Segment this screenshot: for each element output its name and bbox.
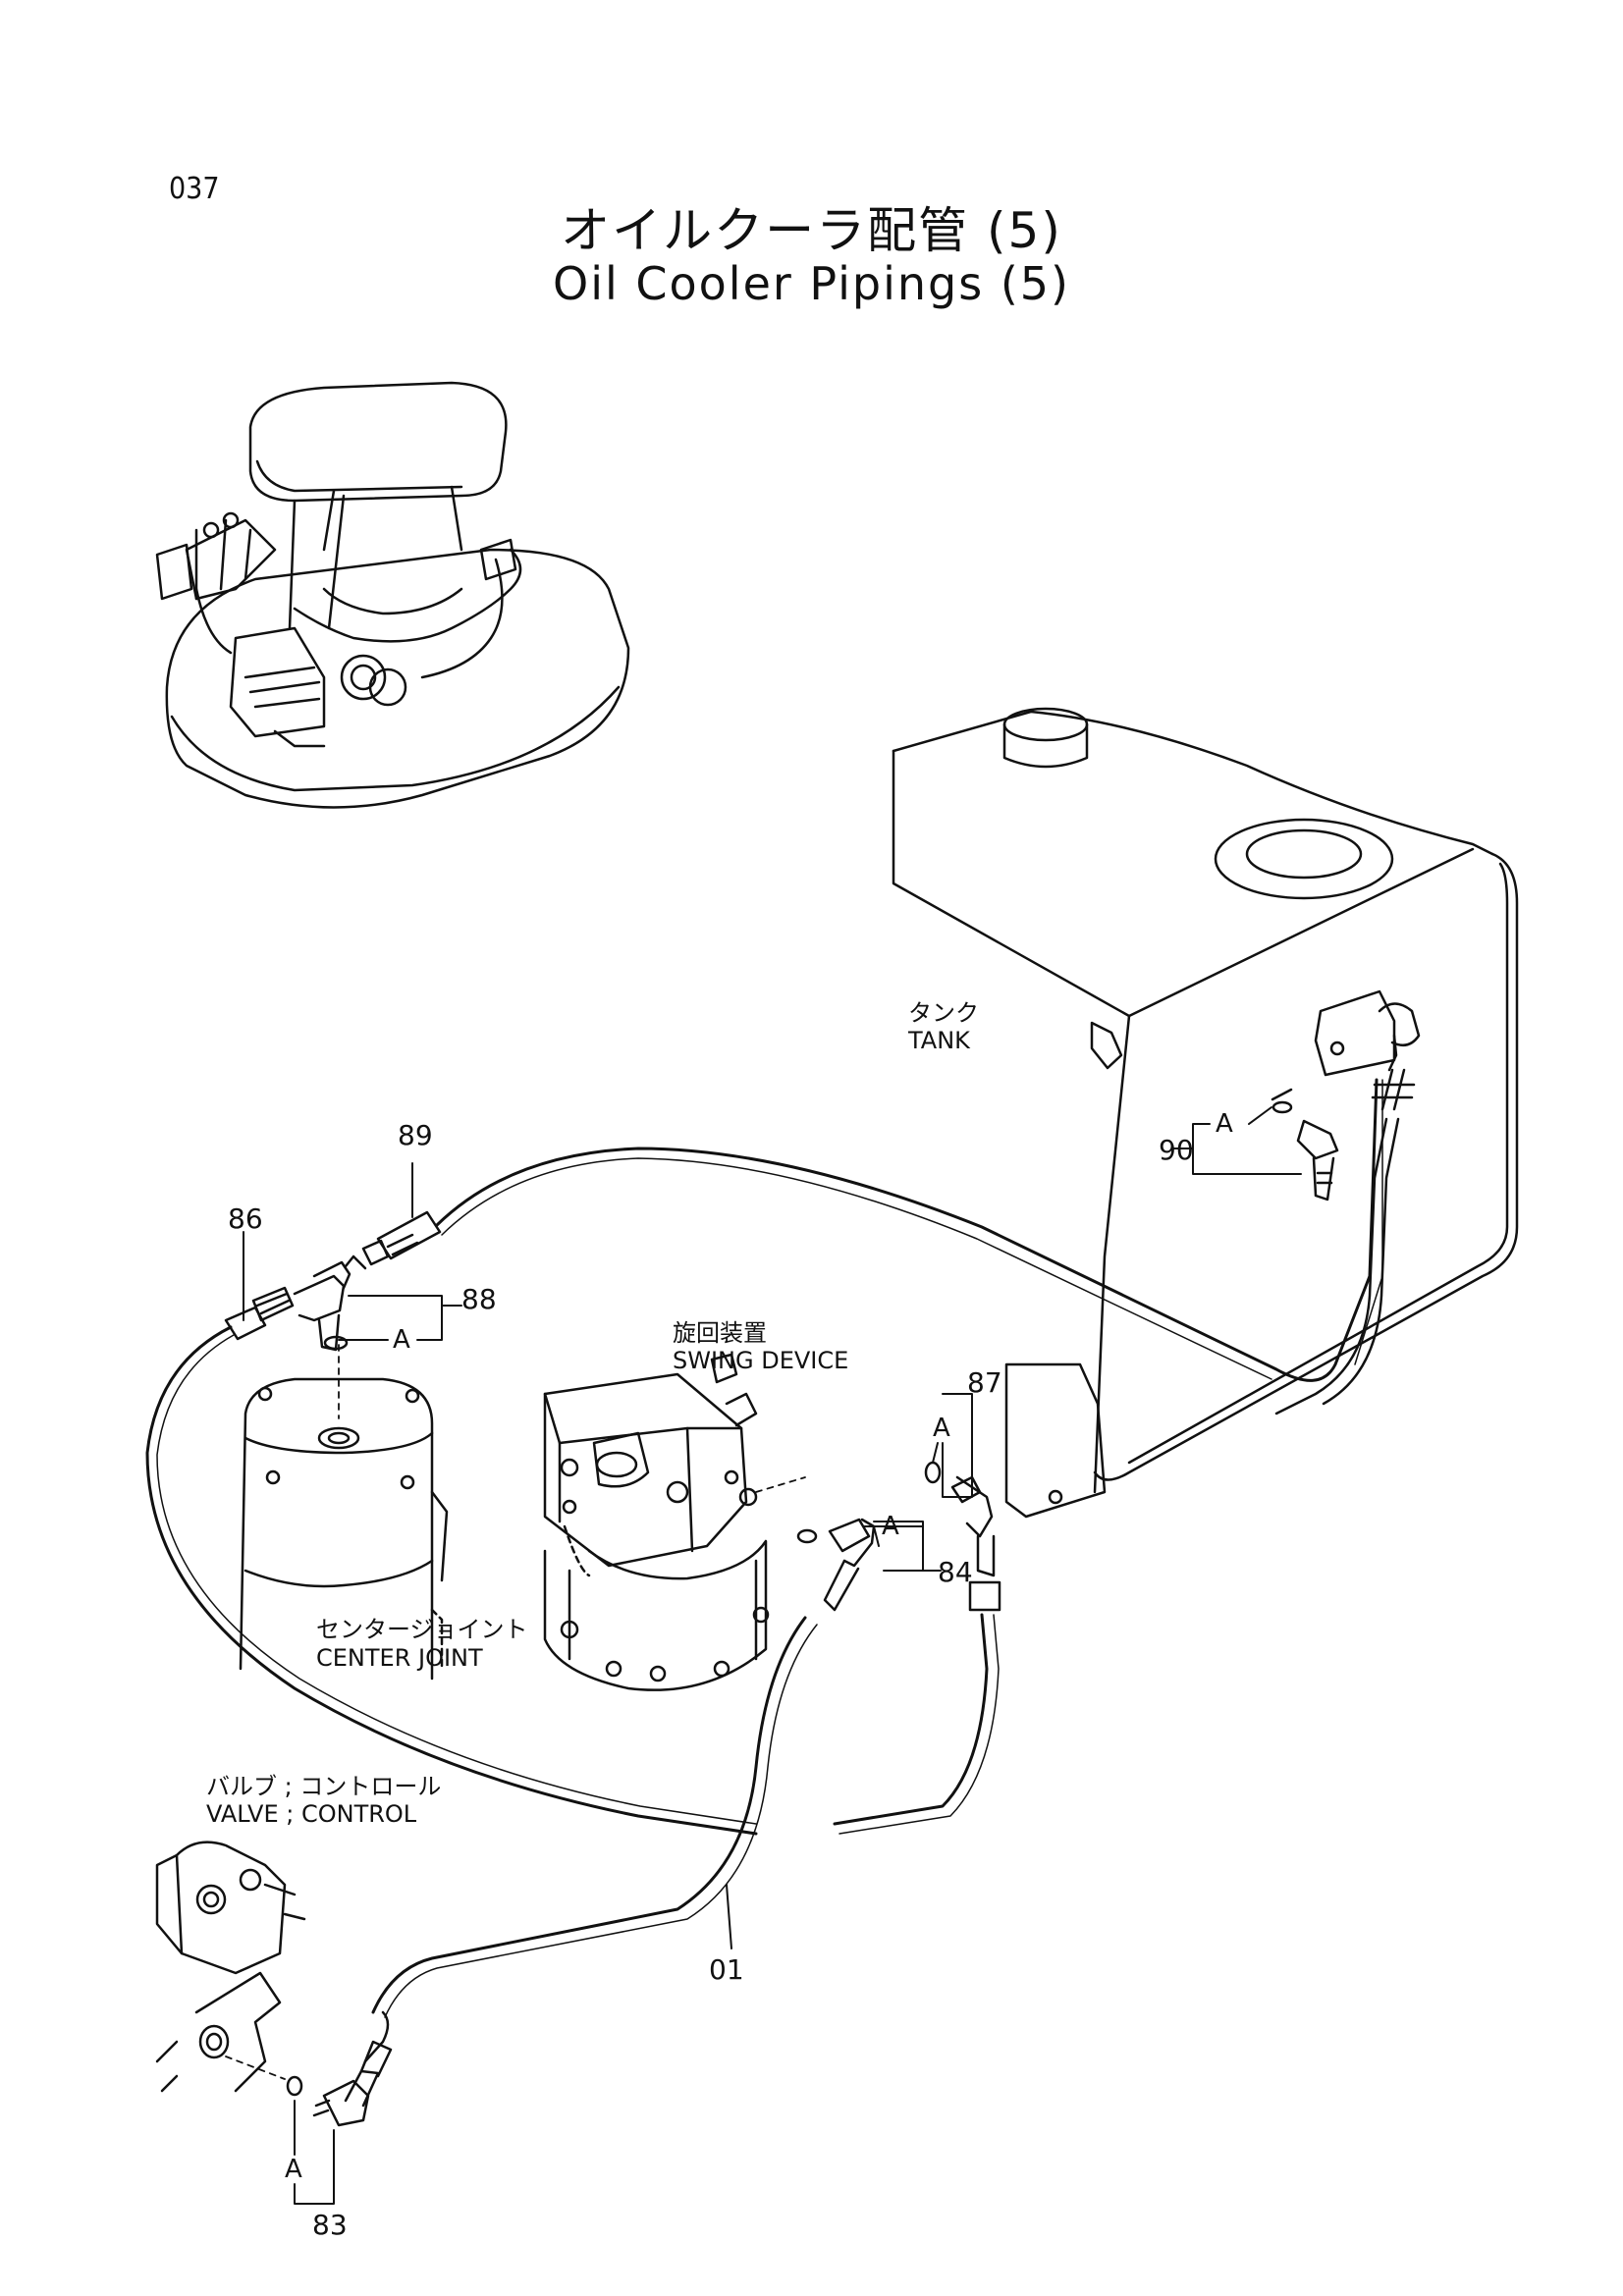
part-number-84: 84 — [938, 1556, 973, 1588]
center-joint-label-jp: センタージョイント — [316, 1616, 528, 1643]
callout-a-88: A — [393, 1325, 410, 1355]
tank-label-jp: タンク — [908, 999, 979, 1027]
swing-device-label-en: SWING DEVICE — [673, 1347, 849, 1374]
swing-device-label-jp: 旋回装置 — [673, 1319, 767, 1347]
part-number-87: 87 — [967, 1366, 1002, 1399]
callout-a-84: A — [882, 1512, 899, 1541]
part-number-83: 83 — [312, 2209, 348, 2241]
part-number-90: 90 — [1159, 1134, 1194, 1166]
center-joint — [239, 1344, 449, 1681]
callout-bracket-90 — [1172, 1106, 1302, 1175]
part-number-01: 01 — [709, 1953, 744, 1986]
page-title-english: Oil Cooler Pipings (5) — [553, 257, 1070, 310]
callout-a-83: A — [285, 2155, 302, 2184]
control-valve — [155, 1841, 393, 2205]
page-number: 037 — [169, 172, 220, 206]
fittings-84-87 — [371, 1393, 1001, 2018]
center-joint-label-en: CENTER JOINT — [316, 1644, 483, 1672]
part-number-89: 89 — [398, 1119, 433, 1151]
callout-a-90: A — [1216, 1109, 1233, 1139]
tank-return-hose — [1274, 1068, 1416, 1415]
elbow-fitting-90 — [1271, 1088, 1339, 1201]
machine-overview-sketch — [155, 381, 630, 809]
fittings-86-88-89 — [224, 1162, 462, 1352]
leader-01 — [726, 1884, 732, 1949]
callout-a-87: A — [933, 1414, 950, 1443]
control-valve-label-jp: バルブ ; コントロール — [206, 1773, 442, 1800]
swing-device — [543, 1353, 770, 1691]
page-title-japanese: オイルクーラ配管 (5) — [561, 202, 1062, 259]
hose-tank-to-valve — [435, 1078, 1383, 1382]
hose-center-joint-loop — [145, 1325, 758, 1836]
hydraulic-tank — [892, 707, 1519, 1519]
part-number-86: 86 — [228, 1202, 263, 1235]
tank-label-en: TANK — [908, 1027, 970, 1054]
part-number-88: 88 — [461, 1283, 497, 1315]
control-valve-label-en: VALVE ; CONTROL — [206, 1800, 417, 1828]
